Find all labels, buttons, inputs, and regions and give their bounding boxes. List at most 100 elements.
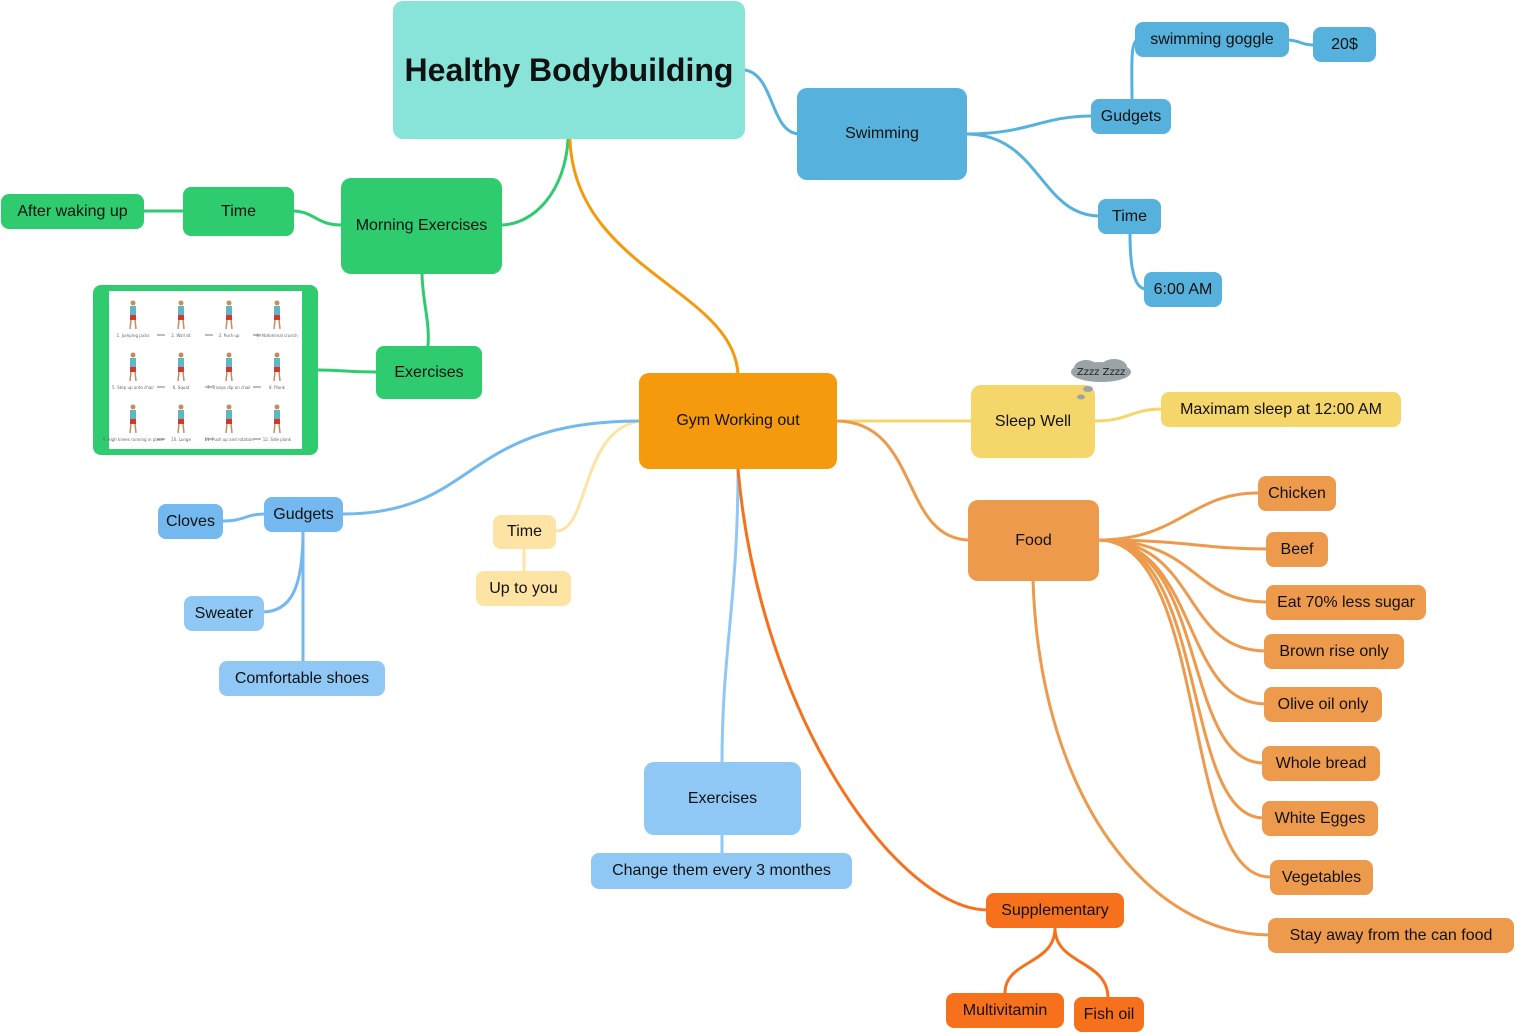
morning-exercises-node[interactable]: Morning Exercises: [341, 178, 502, 274]
gym-time-value: Up to you: [489, 579, 558, 597]
gadget-shoes: Comfortable shoes: [234, 669, 370, 687]
sleep-node[interactable]: Sleep Well: [971, 385, 1095, 458]
sleep-label: Sleep Well: [994, 412, 1072, 430]
exercise-figure: 12. Side plank: [263, 404, 292, 442]
exercise-caption: 8. Plank: [269, 385, 286, 390]
link-root-swimming: [743, 68, 802, 136]
exercise-figure: 7. Triceps dip on chair: [207, 352, 251, 390]
link-morning-time: [290, 209, 344, 227]
swimming-time-node[interactable]: Time: [1098, 199, 1161, 234]
swimming-goggle-node[interactable]: swimming goggle: [1135, 22, 1289, 57]
swimming-time-value: 6:00 AM: [1153, 280, 1213, 298]
link-food-brown: [1096, 538, 1268, 653]
gadget-sweater: Sweater: [194, 604, 254, 622]
supplement-item-node[interactable]: Fish oil: [1074, 997, 1144, 1032]
morning-exercises-sub-node[interactable]: Exercises: [376, 346, 482, 399]
exercise-caption: 2. Wall sit: [171, 333, 191, 338]
link-food-eggs: [1096, 538, 1266, 820]
exercise-figure: 2. Wall sit: [171, 300, 191, 338]
gadget-shoes-node[interactable]: Comfortable shoes: [219, 661, 385, 696]
gym-gadgets-node[interactable]: Gudgets: [264, 497, 343, 532]
supplementary-node[interactable]: Supplementary: [986, 893, 1124, 928]
swimming-gadgets-label: Gudgets: [1100, 107, 1162, 125]
link-gym-gadgets: [340, 419, 642, 516]
food-item-node[interactable]: Brown rise only: [1264, 634, 1404, 669]
swimming-time-value-node[interactable]: 6:00 AM: [1144, 272, 1222, 307]
sleep-cloud-text: Zzzz Zzzz: [1077, 367, 1125, 378]
link-root-gym: [568, 138, 740, 377]
gym-gadgets-label: Gudgets: [273, 505, 334, 523]
exercise-caption: 5. Step up onto chair: [112, 385, 154, 390]
link-time-6am: [1128, 232, 1148, 291]
exercise-chart-sheet: 1. Jumping jacks 2. Wall sit 3. Push up 4. …: [102, 291, 302, 449]
exercise-figure: 6. Squat: [173, 352, 190, 390]
swimming-node[interactable]: Swimming: [797, 88, 967, 180]
gym-time-value-node[interactable]: Up to you: [476, 571, 571, 606]
morning-time-label: Time: [221, 202, 256, 220]
swimming-goggle-label: swimming goggle: [1150, 30, 1274, 48]
supplementary-label: Supplementary: [1001, 901, 1109, 919]
food-node[interactable]: Food: [968, 500, 1099, 581]
food-item-node[interactable]: Olive oil only: [1264, 687, 1382, 722]
food-item-node[interactable]: Eat 70% less sugar: [1266, 585, 1426, 620]
morning-time-value: After waking up: [17, 202, 128, 220]
link-food-veg: [1096, 538, 1272, 879]
food-item-node[interactable]: Chicken: [1258, 476, 1336, 511]
food-item-node[interactable]: Whole bread: [1262, 746, 1380, 781]
food-item-can-food: Stay away from the can food: [1289, 926, 1493, 944]
link-exercises-image: [316, 368, 378, 374]
gym-exercises-value: Change them every 3 monthes: [612, 862, 831, 879]
morning-exercises-label: Morning Exercises: [355, 217, 488, 234]
morning-time-node[interactable]: Time: [183, 187, 294, 236]
exercise-caption: 11. Push up and rotation: [204, 437, 254, 442]
link-gadgets-cloves: [221, 512, 267, 523]
food-item-node[interactable]: White Egges: [1262, 801, 1378, 836]
food-item-node[interactable]: Beef: [1266, 532, 1328, 567]
gadget-sweater-node[interactable]: Sweater: [184, 596, 264, 631]
exercise-chart-image[interactable]: 1. Jumping jacks 2. Wall sit 3. Push up 4. …: [93, 285, 318, 455]
link-morning-exercises: [420, 270, 430, 348]
gadget-cloves: Cloves: [166, 512, 215, 530]
exercise-figure: 3. Push up: [219, 300, 240, 338]
goggle-price-node[interactable]: 20$: [1313, 27, 1376, 62]
exercise-caption: 6. Squat: [173, 385, 190, 390]
link-swimming-time: [964, 132, 1102, 218]
goggle-price-label: 20$: [1331, 35, 1358, 53]
gadget-cloves-node[interactable]: Cloves: [158, 504, 223, 539]
food-item-bread: Whole bread: [1275, 754, 1367, 772]
gym-time-node[interactable]: Time: [493, 515, 556, 549]
food-item-olive-oil: Olive oil only: [1277, 695, 1369, 713]
supplement-multivitamin: Multivitamin: [962, 1001, 1048, 1019]
supplement-item-node[interactable]: Multivitamin: [946, 993, 1064, 1028]
food-label: Food: [1015, 531, 1052, 549]
exercise-caption: 7. Triceps dip on chair: [207, 385, 251, 390]
gym-node[interactable]: Gym Working out: [639, 373, 837, 469]
food-item-vegetables: Vegetables: [1281, 868, 1362, 886]
link-food-canfood: [1031, 578, 1272, 937]
gym-exercises-node[interactable]: Exercises: [644, 762, 801, 835]
food-item-sugar: Eat 70% less sugar: [1277, 593, 1415, 611]
gym-label: Gym Working out: [676, 412, 800, 429]
food-item-beef: Beef: [1280, 540, 1314, 558]
exercise-figure: 9. High knees running in place: [102, 404, 164, 442]
gym-exercises-value-node[interactable]: Change them every 3 monthes: [591, 853, 852, 889]
link-food-beef: [1096, 538, 1270, 551]
link-goggle-price: [1285, 38, 1317, 47]
sleep-value: Maximam sleep at 12:00 AM: [1180, 400, 1382, 418]
exercise-caption: 4. Abdominal crunch: [256, 333, 298, 338]
swimming-label: Swimming: [845, 125, 919, 142]
link-gym-time: [554, 419, 642, 533]
food-item-node[interactable]: Vegetables: [1270, 860, 1373, 895]
link-root-morning: [498, 138, 570, 227]
link-gadgets-sweater: [260, 529, 305, 614]
sleep-value-node[interactable]: Maximam sleep at 12:00 AM: [1161, 392, 1401, 427]
exercise-caption: 10. Lunge: [171, 437, 191, 442]
root-node[interactable]: Healthy Bodybuilding: [393, 1, 745, 139]
food-item-node[interactable]: Stay away from the can food: [1268, 918, 1514, 953]
exercise-figure: 8. Plank: [269, 352, 286, 390]
swimming-gadgets-node[interactable]: Gudgets: [1091, 99, 1171, 134]
link-sleep-max: [1092, 407, 1165, 423]
exercise-figure: 1. Jumping jacks: [117, 300, 149, 338]
morning-time-value-node[interactable]: After waking up: [1, 194, 144, 229]
